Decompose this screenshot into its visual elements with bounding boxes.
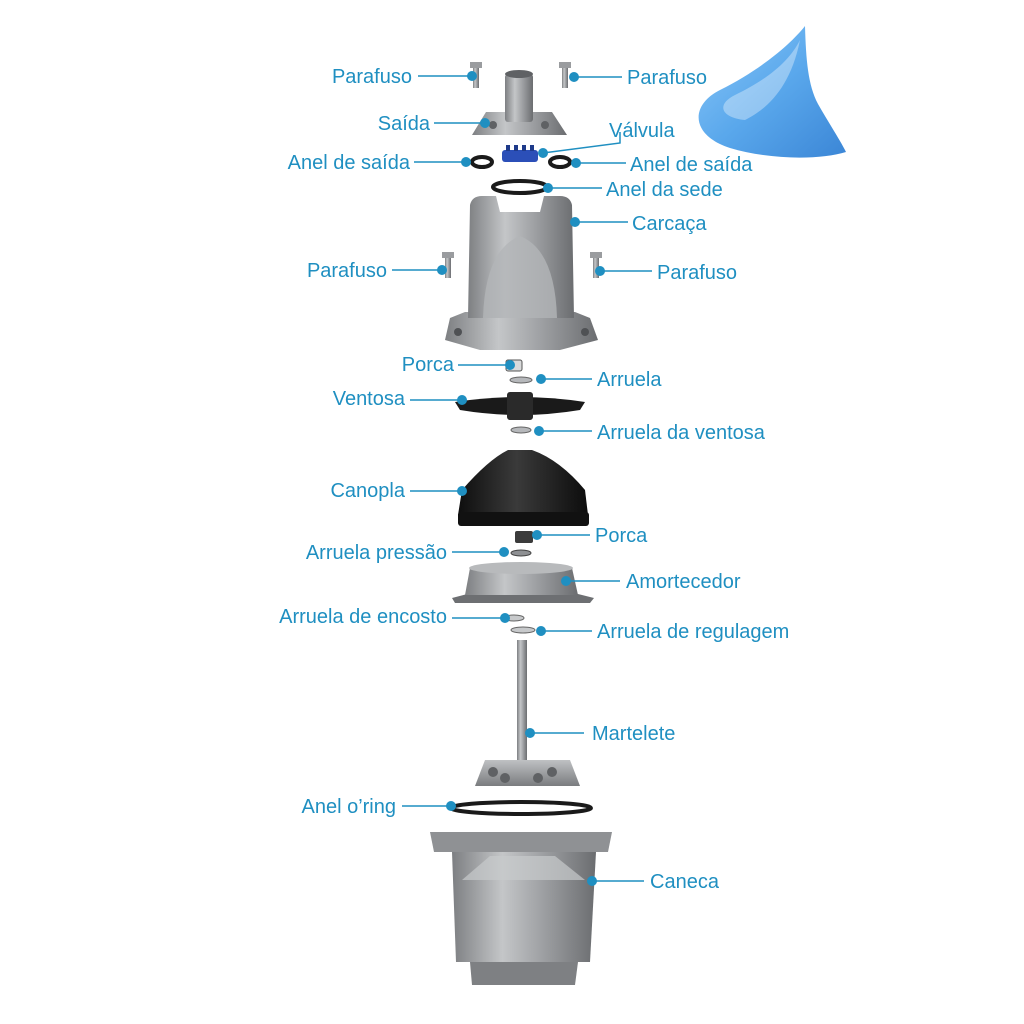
label-martelete: Martelete	[592, 723, 675, 745]
outlet-part	[472, 70, 567, 135]
seat-ring	[491, 179, 549, 195]
leader-caneca	[587, 876, 644, 886]
label-anel-saida-right: Anel de saída	[630, 154, 753, 176]
hammer-part	[475, 640, 580, 786]
cup-part	[430, 832, 612, 985]
label-parafuso-mid-left: Parafuso	[307, 260, 387, 282]
canopy-part	[458, 450, 589, 526]
pressure-washer	[510, 549, 532, 557]
label-valvula: Válvula	[609, 120, 675, 142]
label-carcaca: Carcaça	[632, 213, 707, 235]
leader-porca-mid	[532, 530, 590, 540]
label-saida: Saída	[378, 113, 431, 135]
leader-ventosa	[410, 395, 467, 405]
label-porca-top: Porca	[402, 354, 455, 376]
label-arruela: Arruela	[597, 369, 662, 391]
label-ventosa: Ventosa	[333, 388, 406, 410]
leader-arruela-regulagem	[536, 626, 592, 636]
suction-cup-part	[455, 392, 585, 420]
leader-valvula	[538, 132, 621, 158]
label-amortecedor: Amortecedor	[626, 571, 741, 593]
leader-saida	[434, 118, 490, 128]
label-arruela-ventosa: Arruela da ventosa	[597, 422, 766, 444]
leader-arruela-ventosa	[534, 426, 592, 436]
adjustment-washer	[510, 626, 536, 634]
outlet-ring-right	[548, 155, 572, 169]
label-parafuso-mid-right: Parafuso	[657, 262, 737, 284]
part-labels: Parafuso Parafuso Saída Válvula Anel de …	[279, 66, 789, 893]
leader-parafuso-top-left	[418, 71, 477, 81]
housing-part	[445, 196, 598, 350]
bolt-top-right	[559, 62, 571, 88]
leader-anel-saida-right	[571, 158, 626, 168]
label-anel-oring: Anel o’ring	[301, 796, 396, 818]
label-parafuso-top-right: Parafuso	[627, 67, 707, 89]
label-arruela-pressao: Arruela pressão	[306, 542, 447, 564]
blue-shark-fin-logo-icon	[698, 26, 846, 158]
leader-porca-top	[458, 360, 515, 370]
leader-arruela	[536, 374, 592, 384]
label-anel-sede: Anel da sede	[606, 179, 723, 201]
damper-part	[452, 562, 594, 603]
bolt-mid-left	[442, 252, 454, 278]
label-arruela-encosto: Arruela de encosto	[279, 606, 447, 628]
leader-parafuso-mid-left	[392, 265, 447, 275]
o-ring	[449, 800, 593, 816]
parts-illustration	[430, 62, 612, 985]
label-anel-saida-left: Anel de saída	[288, 152, 411, 174]
leader-arruela-encosto	[452, 613, 510, 623]
leader-carcaca	[570, 217, 628, 227]
label-canopla: Canopla	[330, 480, 405, 502]
label-porca-mid: Porca	[595, 525, 648, 547]
leader-anel-saida-left	[414, 157, 471, 167]
label-caneca: Caneca	[650, 871, 720, 893]
leader-lines	[392, 71, 652, 886]
leader-martelete	[525, 728, 584, 738]
label-arruela-regulagem: Arruela de regulagem	[597, 621, 789, 643]
leader-parafuso-top-right	[569, 72, 622, 82]
washer-part	[509, 376, 533, 384]
leader-amortecedor	[561, 576, 620, 586]
outlet-ring-left	[470, 155, 494, 169]
leader-arruela-pressao	[452, 547, 509, 557]
label-parafuso-top-left: Parafuso	[332, 66, 412, 88]
leader-parafuso-mid-right	[595, 266, 652, 276]
suction-cup-washer	[510, 426, 532, 434]
valve-part	[502, 145, 538, 162]
leader-anel-oring	[402, 801, 456, 811]
nut-mid	[515, 531, 533, 543]
leader-anel-sede	[543, 183, 602, 193]
leader-canopla	[410, 486, 467, 496]
